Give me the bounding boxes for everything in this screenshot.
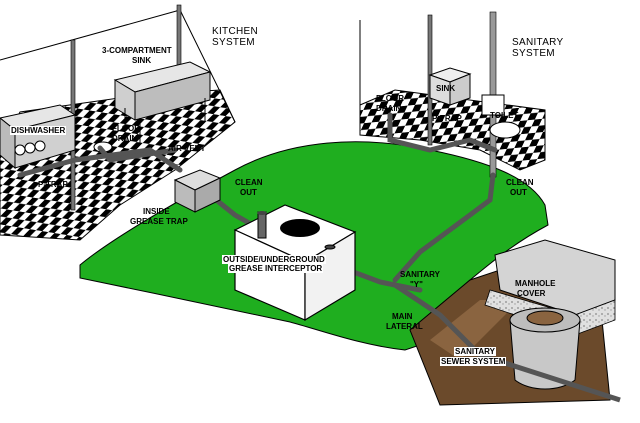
label-sink: SINK bbox=[436, 84, 456, 93]
label-air-vent: AIR VENT bbox=[168, 144, 206, 153]
label-floor-drain-sanitary-line1: FLOOR bbox=[376, 94, 404, 103]
label-grease-interceptor-line2: GREASE INTERCEPTOR bbox=[228, 264, 324, 273]
grease-interceptor bbox=[233, 204, 357, 322]
label-grease-interceptor-line1: OUTSIDE/UNDERGROUND bbox=[222, 255, 326, 264]
label-floor-drain-kitchen-line2: DRAIN bbox=[112, 134, 138, 143]
sanitary-system-title-line2: SYSTEM bbox=[512, 48, 555, 59]
label-manhole-cover-line2: COVER bbox=[517, 289, 546, 298]
label-sanitary-y-line2: "Y" bbox=[410, 280, 423, 289]
three-compartment-sink bbox=[113, 61, 212, 145]
label-main-lateral-line2: LATERAL bbox=[386, 322, 423, 331]
label-clean-out-sanitary-line2: OUT bbox=[510, 188, 527, 197]
label-floor-drain-kitchen-line1: FLOOR bbox=[112, 124, 140, 133]
label-sanitary-y-line1: SANITARY bbox=[400, 270, 440, 279]
label-clean-out-kitchen-line2: OUT bbox=[240, 188, 257, 197]
label-dishwasher: DISHWASHER bbox=[10, 126, 67, 135]
label-sanitary-sewer-system-line2: SEWER SYSTEM bbox=[440, 357, 507, 366]
label-toilet: TOILET bbox=[490, 111, 519, 120]
label-inside-grease-trap-line2: GREASE TRAP bbox=[130, 217, 188, 226]
kitchen-system-title-line2: SYSTEM bbox=[212, 37, 255, 48]
label-clean-out-sanitary-line1: CLEAN bbox=[506, 178, 534, 187]
sanitary-drain-pipes bbox=[387, 112, 498, 358]
label-manhole-cover-line1: MANHOLE bbox=[515, 279, 556, 288]
label-sanitary-sewer-system-line1: SANITARY bbox=[454, 347, 496, 356]
label-floor-drain-sanitary-line2: DRAIN bbox=[376, 104, 402, 113]
label-p-trap-sanitary: P-TRAP bbox=[432, 114, 462, 123]
toilet bbox=[481, 94, 521, 139]
sanitary-system-title-line1: SANITARY bbox=[512, 37, 564, 48]
sanitary-sink bbox=[428, 67, 472, 106]
label-main-lateral-line1: MAIN bbox=[392, 312, 413, 321]
label-inside-grease-trap-line1: INSIDE bbox=[143, 207, 170, 216]
label-3-compartment-sink-line2: SINK bbox=[132, 56, 152, 65]
label-p-trap-kitchen: P-TRAP bbox=[38, 180, 68, 189]
label-clean-out-kitchen-line1: CLEAN bbox=[235, 178, 263, 187]
kitchen-system-title-line1: KITCHEN bbox=[212, 26, 258, 37]
label-3-compartment-sink-line1: 3-COMPARTMENT bbox=[102, 46, 172, 55]
inside-grease-trap bbox=[173, 169, 222, 213]
